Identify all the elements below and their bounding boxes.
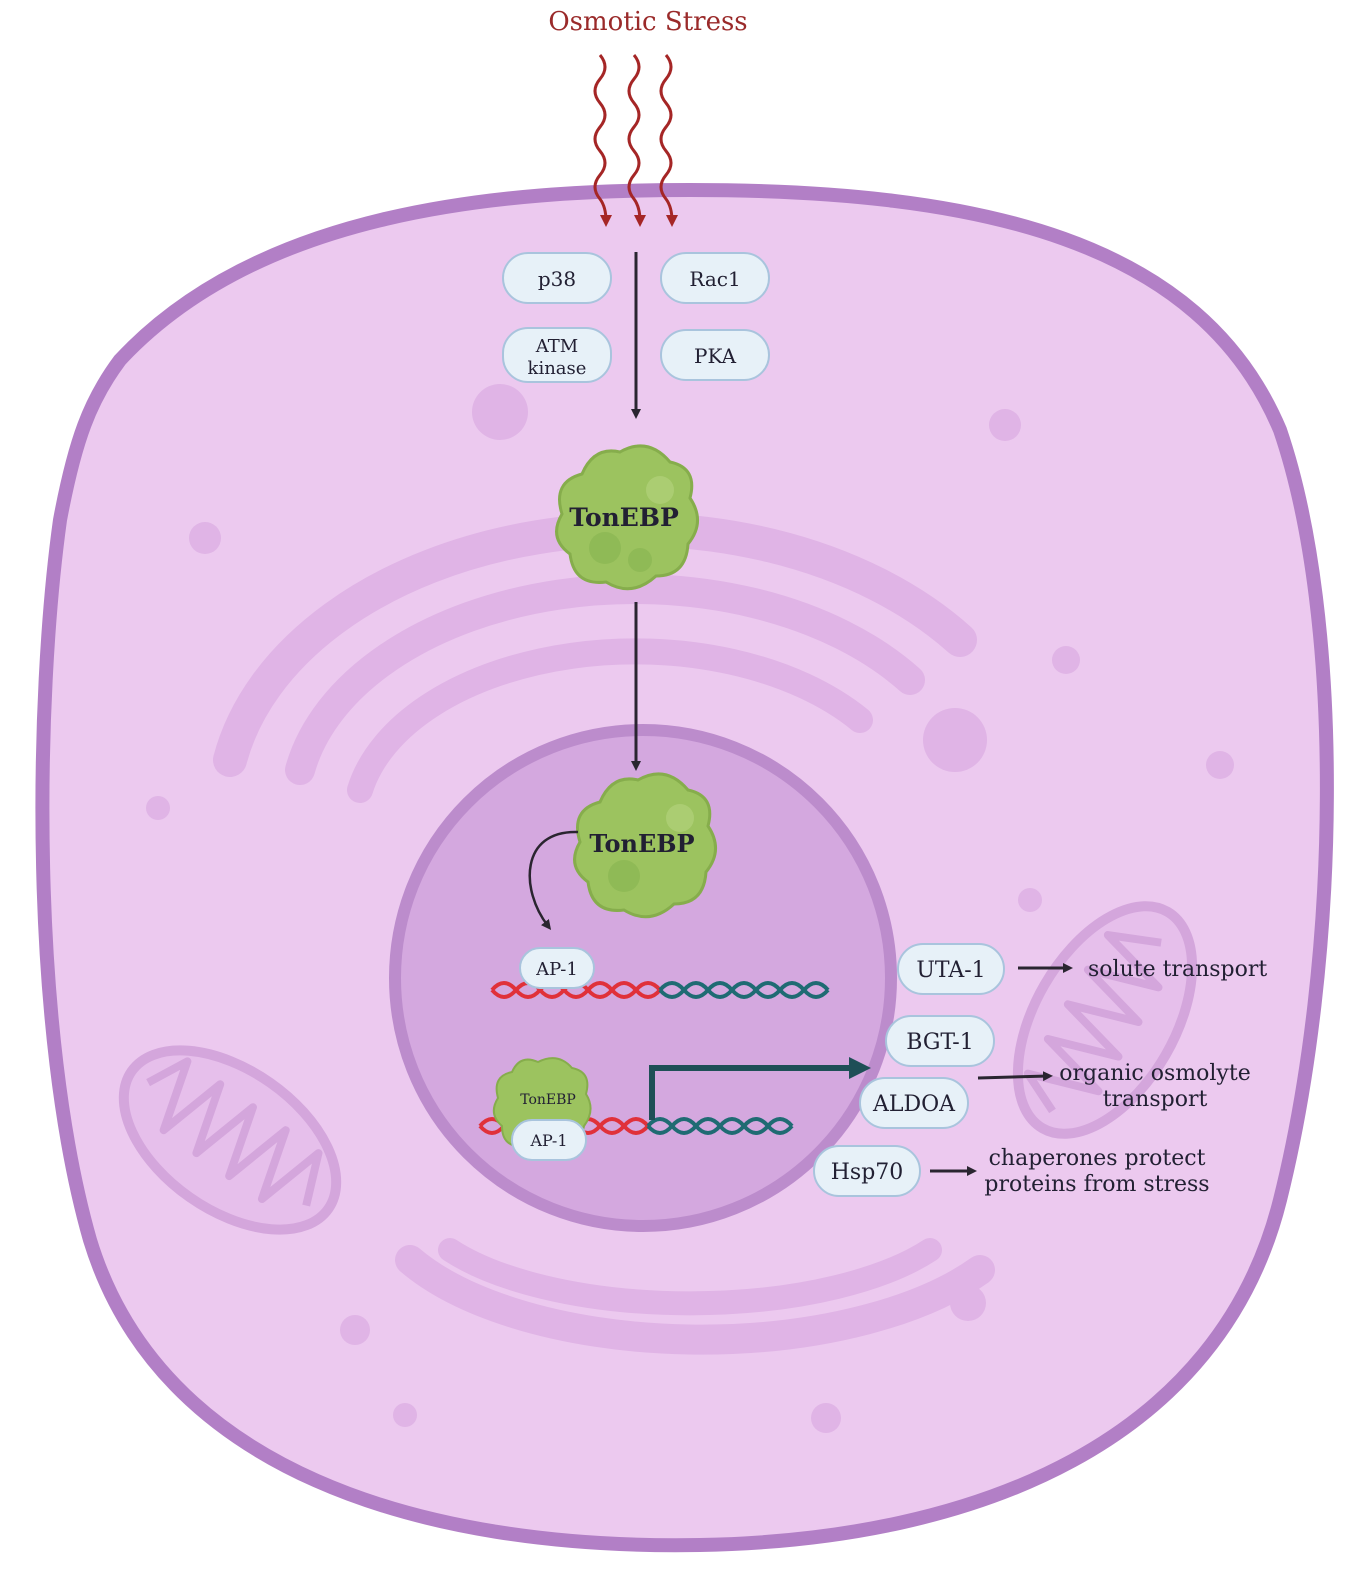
osmotic-stress-waves	[593, 54, 678, 227]
gene-hsp70: Hsp70	[813, 1145, 921, 1197]
ap1-free: AP-1	[519, 947, 595, 989]
gene-uta1: UTA-1	[897, 943, 1005, 995]
outcome-solute-transport: solute transport	[1088, 957, 1267, 982]
vesicles	[146, 384, 1234, 1433]
transcription-arrow	[649, 1057, 871, 1120]
tonebp-cytoplasm-label: TonEBP	[569, 503, 679, 532]
outcome-chaperones-line2: proteins from stress	[984, 1172, 1209, 1197]
kinase-p38: p38	[502, 252, 612, 304]
ap1-bound-label: AP-1	[529, 1131, 567, 1150]
gene-hsp70-label: Hsp70	[831, 1160, 904, 1185]
mitochondrion-right	[1012, 901, 1198, 1139]
kinase-atm: ATM kinase	[502, 327, 612, 383]
outcome-osmolyte-line1: organic osmolyte	[1059, 1061, 1250, 1086]
tonebp-cytoplasm: TonEBP	[555, 444, 699, 591]
gene-uta1-label: UTA-1	[916, 958, 985, 983]
tonebp-nucleus-label: TonEBP	[589, 829, 694, 858]
tonebp-nucleus: TonEBP	[573, 772, 717, 919]
er-organelle	[213, 512, 995, 1355]
gene-aldoa-label: ALDOA	[872, 1092, 956, 1117]
arrow-aldoa	[977, 1071, 1053, 1082]
ap1-free-label: AP-1	[535, 959, 578, 980]
kinase-atm-label-2: kinase	[528, 358, 587, 379]
kinase-atm-label-1: ATM	[535, 336, 578, 357]
gene-bgt1: BGT-1	[885, 1015, 995, 1067]
kinase-p38-label: p38	[538, 267, 576, 291]
kinase-rac1-label: Rac1	[689, 267, 740, 291]
kinase-pka-label: PKA	[694, 344, 737, 368]
tonebp-bound-label: TonEBP	[520, 1092, 576, 1108]
gene-bgt1-label: BGT-1	[906, 1030, 973, 1055]
osmotic-stress-label: Osmotic Stress	[548, 7, 747, 37]
arrow-tonebp-to-ap1	[528, 830, 579, 930]
kinase-pka: PKA	[660, 329, 770, 381]
mitochondrion-left	[118, 1045, 342, 1235]
kinase-rac1: Rac1	[660, 252, 770, 304]
gene-aldoa: ALDOA	[859, 1077, 969, 1129]
ap1-bound: AP-1	[511, 1119, 587, 1161]
outcome-chaperones-line1: chaperones protect	[989, 1146, 1206, 1171]
outcome-osmolyte-line2: transport	[1103, 1087, 1208, 1112]
